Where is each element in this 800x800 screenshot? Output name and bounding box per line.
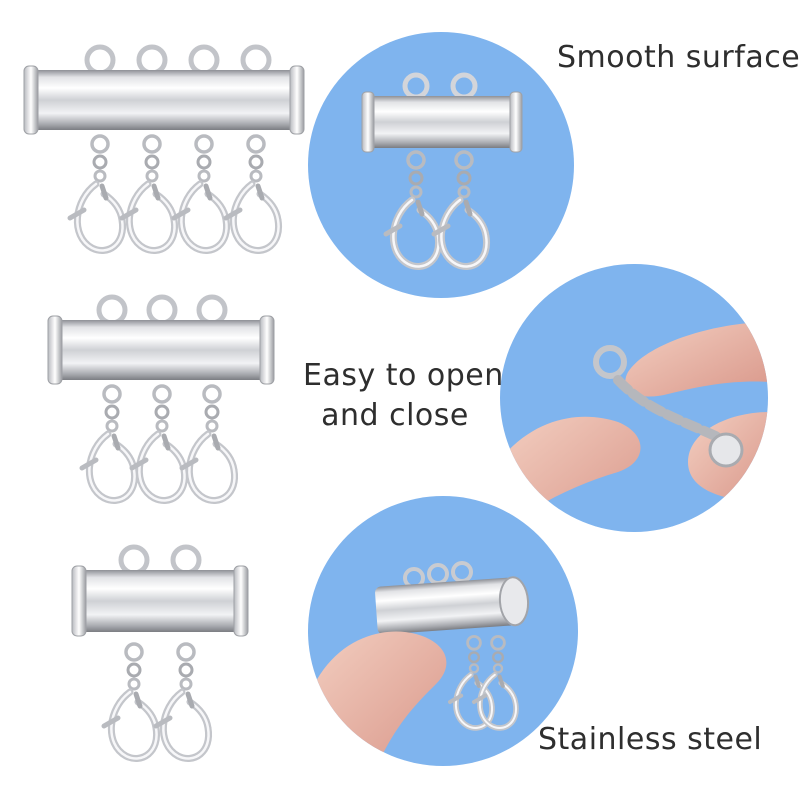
smooth-surface-closeup xyxy=(308,32,574,298)
clasp-2-strand xyxy=(71,544,249,790)
top-rings xyxy=(96,294,228,326)
left-end-cap xyxy=(47,315,63,385)
top-rings xyxy=(118,544,202,576)
left-end-cap xyxy=(71,565,87,637)
right-end-cap xyxy=(233,565,249,637)
easy-open-line-1: Easy to open xyxy=(303,358,504,393)
right-end-cap xyxy=(259,315,275,385)
clasp-tube xyxy=(56,320,266,380)
easy-open-line-2: and close xyxy=(321,398,469,433)
smooth-surface-label: Smooth surface xyxy=(557,40,800,75)
stainless-steel-label: Stainless steel xyxy=(538,722,763,757)
clasp-4-strand xyxy=(23,44,305,280)
easy-open-closeup xyxy=(500,264,768,532)
easy-open-label: Easy to open and close xyxy=(303,356,504,436)
clasp-tube xyxy=(32,70,296,130)
top-rings xyxy=(84,44,272,76)
clasp-3-strand xyxy=(47,294,275,532)
left-end-cap xyxy=(23,65,39,135)
clasp-tube xyxy=(80,570,240,632)
stainless-steel-closeup xyxy=(308,496,578,766)
right-end-cap xyxy=(289,65,305,135)
